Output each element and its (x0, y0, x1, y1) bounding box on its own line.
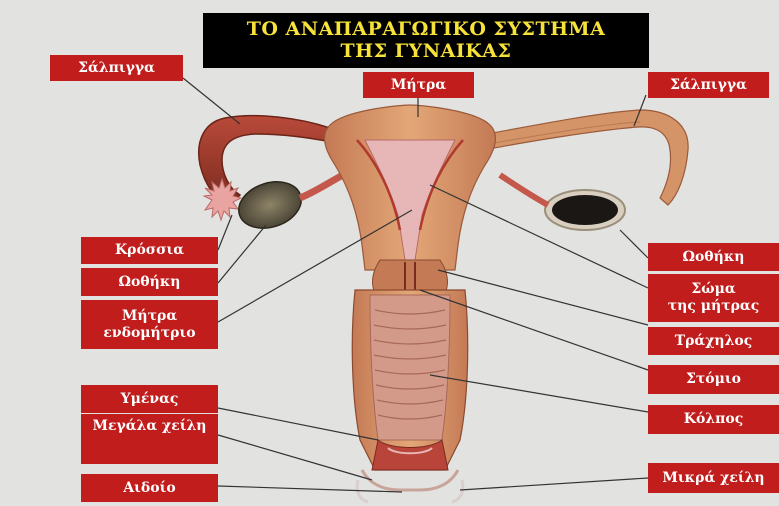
label-vagina: Κόλπος (648, 405, 779, 434)
label-uterus-body-line-2: της μήτρας (668, 298, 759, 315)
label-labia-majora: Μεγάλα χείλη (81, 414, 218, 464)
title-line-1: ΤΟ ΑΝΑΠΑΡΑΓΩΓΙΚΟ ΣΥΣΤΗΜΑ (203, 18, 649, 40)
label-endometrium-line-2: ενδομήτριο (103, 325, 195, 342)
label-hymen: Υμένας (81, 385, 218, 413)
label-ovary-left: Ωοθήκη (81, 268, 218, 296)
label-labia-minora: Μικρά χείλη (648, 463, 779, 493)
label-vulva: Αιδοίο (81, 474, 218, 502)
label-cervix: Τράχηλος (648, 327, 779, 355)
label-ovary-right: Ωοθήκη (648, 243, 779, 271)
title-line-2: ΤΗΣ ΓΥΝΑΙΚΑΣ (203, 40, 649, 62)
label-fallopian-tube-left: Σάλπιγγα (50, 55, 183, 81)
label-fallopian-tube-right: Σάλπιγγα (648, 72, 769, 98)
label-uterus-body: Σώμα της μήτρας (648, 274, 779, 322)
label-uterus: Μήτρα (363, 72, 474, 98)
label-endometrium-line-1: Μήτρα (122, 308, 177, 325)
label-uterus-body-line-1: Σώμα (691, 281, 735, 298)
label-endometrium: Μήτρα ενδομήτριο (81, 300, 218, 349)
label-fimbriae: Κρόσσια (81, 237, 218, 264)
diagram-title: ΤΟ ΑΝΑΠΑΡΑΓΩΓΙΚΟ ΣΥΣΤΗΜΑ ΤΗΣ ΓΥΝΑΙΚΑΣ (203, 13, 649, 68)
label-os: Στόμιο (648, 365, 779, 394)
